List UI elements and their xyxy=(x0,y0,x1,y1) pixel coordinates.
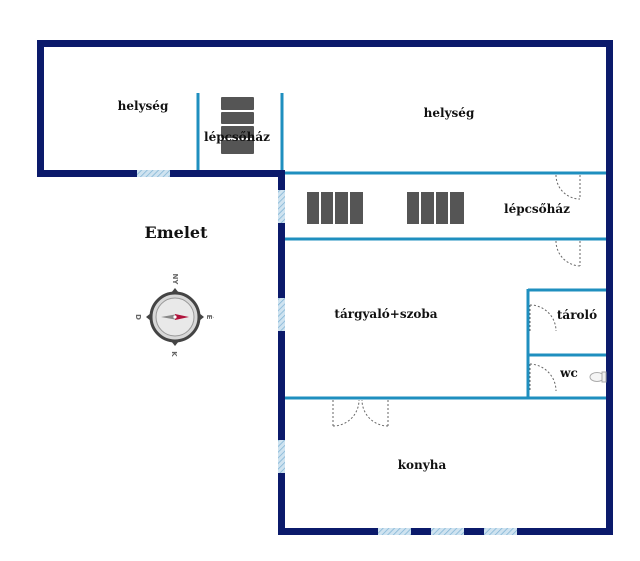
door-corridor-top xyxy=(555,174,581,200)
window xyxy=(431,528,464,535)
room-label-helyseg-right: helység xyxy=(424,106,475,120)
double-door-kitchen xyxy=(332,399,389,427)
staircase-corridor-right xyxy=(407,192,464,224)
compass-letter-east: É xyxy=(205,315,214,320)
room-label-konyha: konyha xyxy=(398,458,447,472)
floor-title: Emelet xyxy=(145,223,209,242)
window xyxy=(484,528,517,535)
room-labels: helység lépcsőház helység lépcsőház tárg… xyxy=(118,99,597,472)
outer-wall-left xyxy=(37,40,44,177)
doors xyxy=(332,174,581,427)
outer-wall-top xyxy=(37,40,613,47)
windows xyxy=(137,170,517,535)
room-label-lepcsohaz-top: lépcsőház xyxy=(204,130,270,144)
room-label-wc: wc xyxy=(559,366,578,380)
door-storage xyxy=(529,304,557,332)
door-corridor-bottom xyxy=(555,240,581,267)
compass-letter-south: K xyxy=(170,351,178,357)
staircase-corridor-left xyxy=(307,192,363,224)
window xyxy=(378,528,411,535)
compass-letter-north: NY xyxy=(171,274,179,286)
inner-walls xyxy=(196,93,606,400)
room-label-lepcsohaz-mid: lépcsőház xyxy=(504,202,570,216)
outer-wall-inner-vertical xyxy=(278,170,285,535)
outer-walls xyxy=(37,40,613,535)
window xyxy=(278,298,285,331)
window xyxy=(137,170,170,177)
compass-letter-west: D xyxy=(134,314,142,320)
window xyxy=(278,440,285,473)
staircase-top xyxy=(221,97,254,154)
compass-icon: NY K D É xyxy=(134,274,214,358)
room-label-tarolo: tároló xyxy=(557,308,597,322)
outer-wall-right xyxy=(606,40,613,535)
room-label-helyseg-left: helység xyxy=(118,99,169,113)
window xyxy=(278,190,285,223)
room-label-targyalo: tárgyaló+szoba xyxy=(334,307,437,321)
door-wc xyxy=(529,363,557,392)
toilet-icon xyxy=(589,371,607,383)
